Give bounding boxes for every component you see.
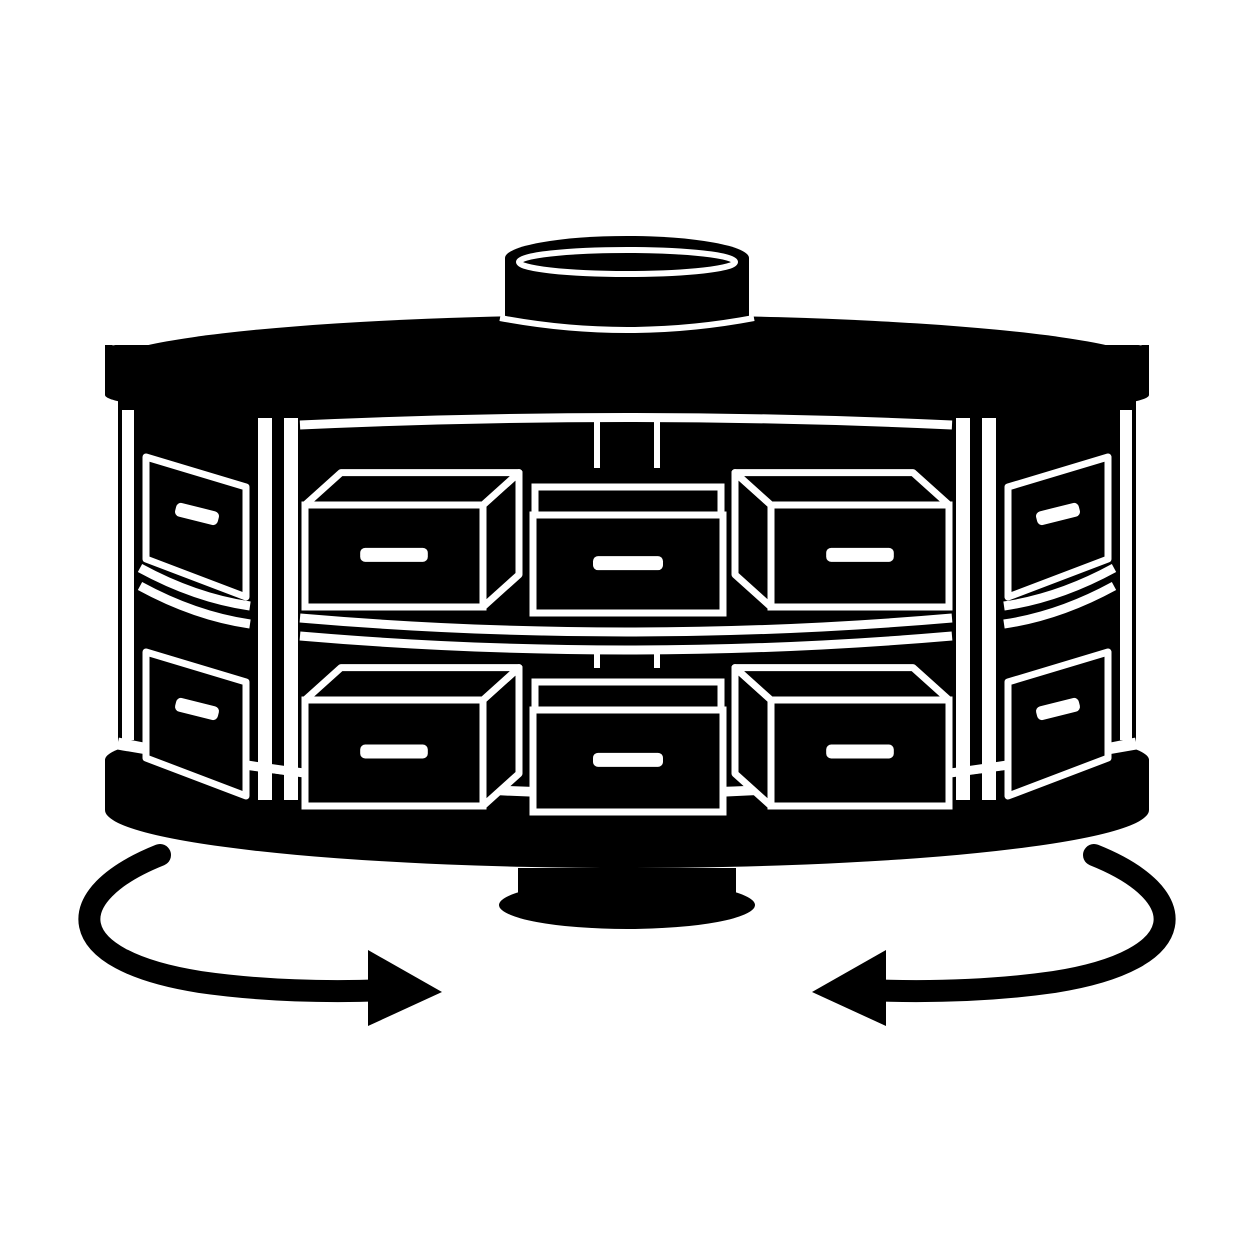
box-lower-left xyxy=(301,664,523,810)
box-upper-center xyxy=(529,483,727,617)
box-upper-left-handle xyxy=(360,547,428,562)
frame-lines xyxy=(122,410,1132,800)
top-hub xyxy=(499,236,755,334)
box-upper-center-handle xyxy=(593,556,663,571)
box-upper-far-left-handle xyxy=(175,502,219,526)
base-pedestal xyxy=(499,868,755,929)
box-lower-right xyxy=(731,664,953,810)
box-upper-far-right-handle xyxy=(1036,502,1080,526)
rotation-arrow-left xyxy=(78,844,442,1026)
box-lower-center-handle xyxy=(593,752,663,767)
box-upper-left xyxy=(301,469,523,611)
box-lower-far-right xyxy=(1004,648,1112,800)
top-plate-bottom xyxy=(105,367,1149,423)
box-lower-right-handle xyxy=(826,744,894,759)
box-lower-far-left xyxy=(142,648,250,800)
shelf-lines xyxy=(117,413,1137,799)
box-upper-far-left xyxy=(142,453,250,601)
box-upper-right-handle xyxy=(826,547,894,562)
box-lower-far-right-handle xyxy=(1036,697,1080,721)
box-lower-center xyxy=(529,678,727,816)
storage-boxes xyxy=(142,453,1112,816)
box-lower-left-handle xyxy=(360,744,428,759)
box-upper-right xyxy=(731,469,953,611)
box-lower-far-left-handle xyxy=(175,697,219,721)
rotation-arrow-right xyxy=(812,844,1176,1026)
box-upper-far-right xyxy=(1004,453,1112,601)
